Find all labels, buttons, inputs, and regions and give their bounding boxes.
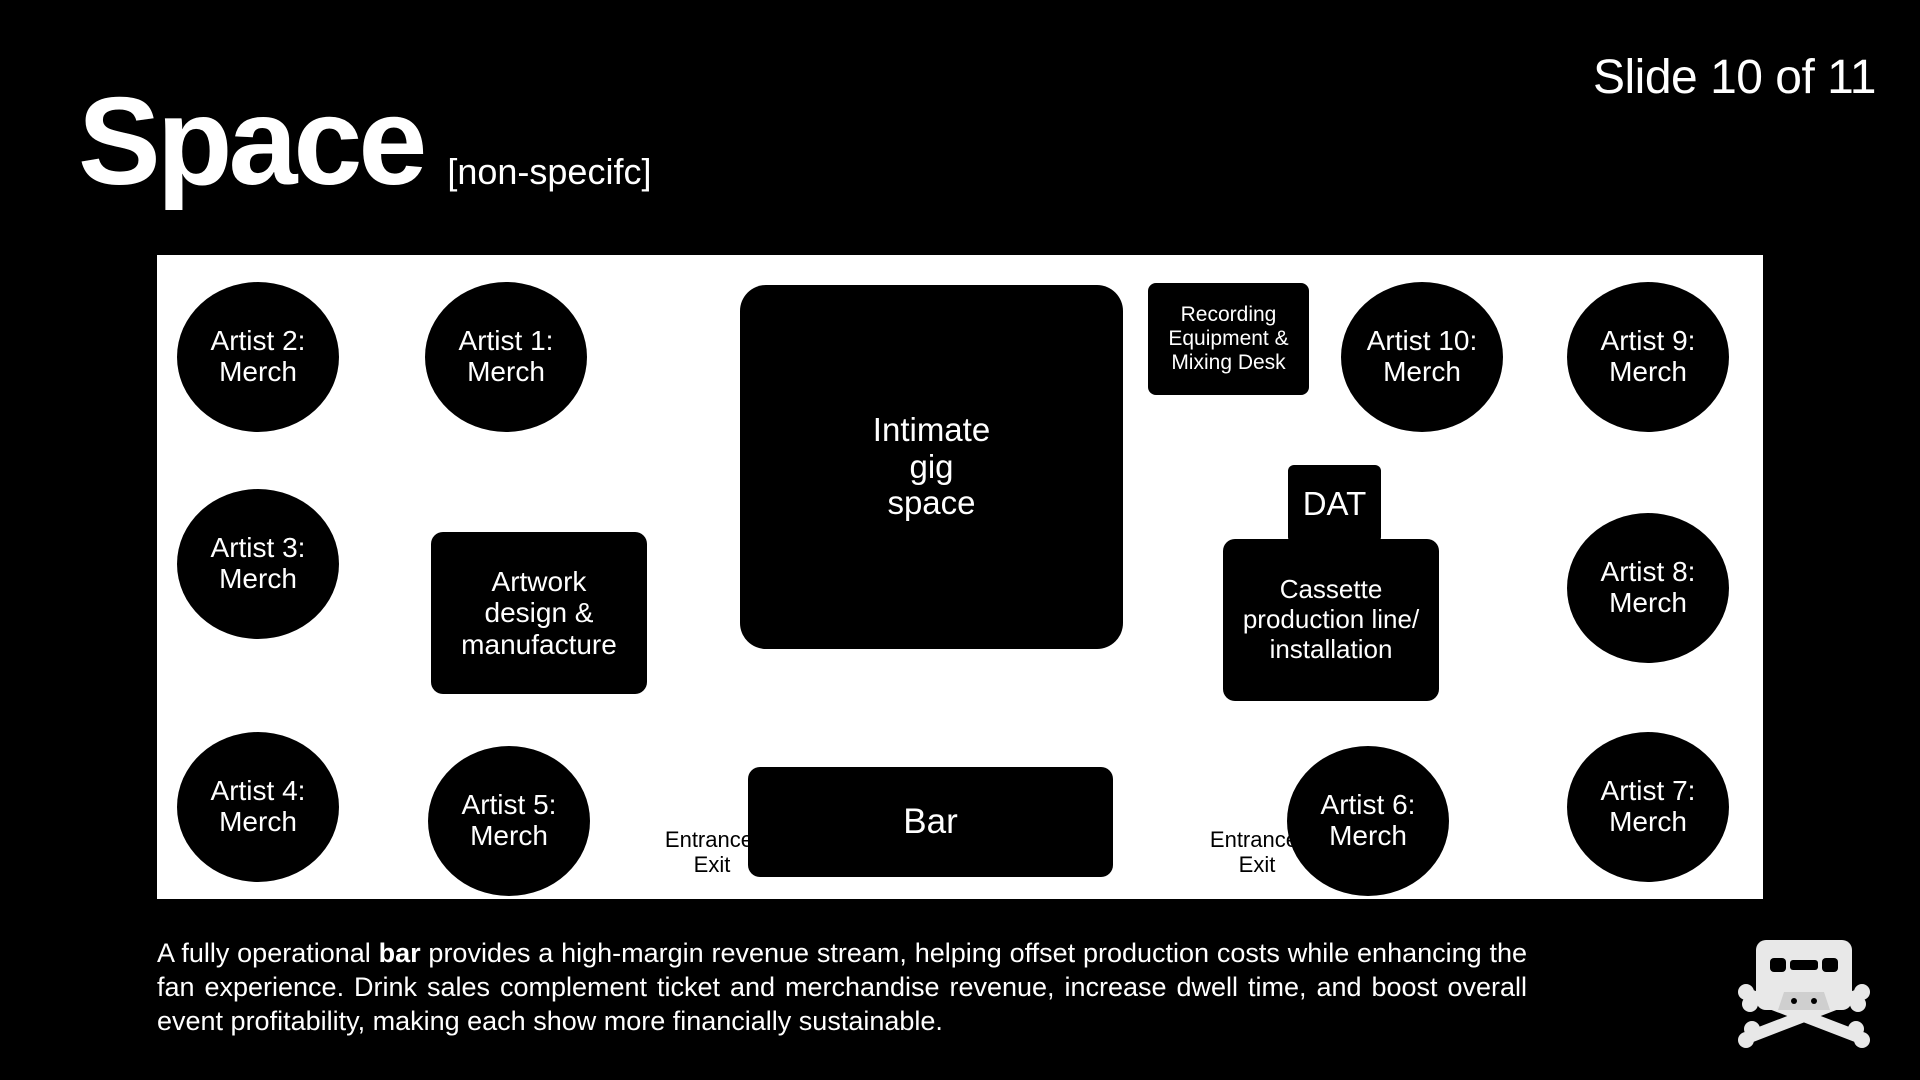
slide-counter: Slide 10 of 11: [1593, 51, 1877, 104]
page-title: Space: [78, 73, 427, 211]
artwork-design-area: Artwork design & manufacture: [431, 532, 647, 694]
recording-equipment-area: Recording Equipment & Mixing Desk: [1148, 283, 1309, 395]
entrance-exit-left: Entrance/ Exit: [664, 827, 760, 878]
description-body: provides a high-margin revenue stream, h…: [157, 938, 1527, 1036]
description-lead: A fully operational: [157, 938, 379, 968]
artist-7-merch-stall: Artist 7: Merch: [1567, 732, 1729, 882]
artist-1-merch-stall: Artist 1: Merch: [425, 282, 587, 432]
artist-5-merch-stall: Artist 5: Merch: [428, 746, 590, 896]
floorplan-diagram: Artist 2: Merch Artist 3: Merch Artist 4…: [157, 255, 1763, 899]
intimate-gig-space: Intimate gig space: [740, 285, 1123, 649]
cassette-crossbones-icon: [1738, 940, 1870, 1048]
cassette-production-line: Cassette production line/ installation: [1223, 539, 1439, 701]
artist-9-merch-stall: Artist 9: Merch: [1567, 282, 1729, 432]
dat-station: DAT: [1288, 465, 1381, 543]
artist-2-merch-stall: Artist 2: Merch: [177, 282, 339, 432]
artist-4-merch-stall: Artist 4: Merch: [177, 732, 339, 882]
page-subtitle: [non-specifc]: [447, 151, 652, 192]
artist-8-merch-stall: Artist 8: Merch: [1567, 513, 1729, 663]
bar-area: Bar: [748, 767, 1113, 877]
description-paragraph: A fully operational bar provides a high-…: [157, 936, 1527, 1038]
artist-10-merch-stall: Artist 10: Merch: [1341, 282, 1503, 432]
title-block: Space [non-specifc]: [78, 80, 651, 204]
description-bar-keyword: bar: [378, 938, 421, 968]
entrance-exit-right: Entrance/ Exit: [1209, 827, 1305, 878]
artist-6-merch-stall: Artist 6: Merch: [1287, 746, 1449, 896]
artist-3-merch-stall: Artist 3: Merch: [177, 489, 339, 639]
